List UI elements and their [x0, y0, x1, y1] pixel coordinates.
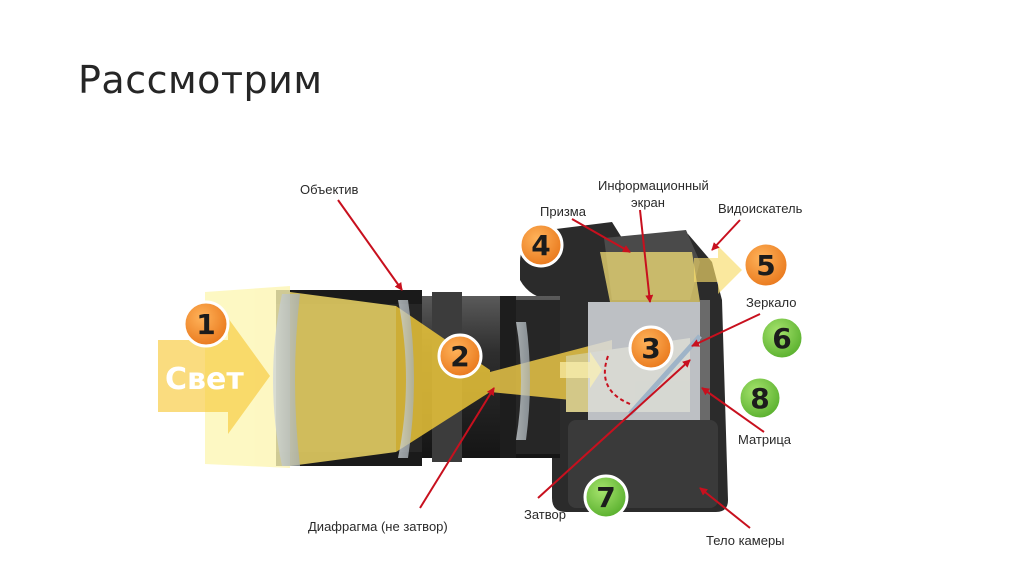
- label-camera-body: Тело камеры: [706, 533, 785, 548]
- marker-3: 3: [628, 325, 674, 371]
- light-label: Свет: [165, 362, 244, 397]
- marker-1-number: 1: [196, 308, 215, 341]
- marker-8-number: 8: [750, 382, 769, 415]
- marker-6: 6: [759, 315, 805, 361]
- label-aperture: Диафрагма (не затвор): [308, 519, 448, 534]
- marker-2: 2: [437, 333, 483, 379]
- marker-3-number: 3: [641, 332, 660, 365]
- marker-5: 5: [742, 241, 790, 289]
- label-shutter: Затвор: [524, 507, 566, 522]
- marker-6-number: 6: [772, 322, 791, 355]
- lens-glass: [273, 294, 530, 466]
- marker-5-number: 5: [756, 249, 775, 282]
- callout-lines: [337, 199, 765, 529]
- label-sensor: Матрица: [738, 432, 792, 447]
- marker-8: 8: [737, 375, 783, 421]
- light-arrows: [158, 246, 742, 434]
- marker-1: 1: [182, 300, 230, 348]
- marker-7-number: 7: [596, 481, 615, 514]
- label-info-screen-line2: экран: [631, 195, 665, 210]
- label-info-screen-line1: Информационный: [598, 178, 709, 193]
- label-prism: Призма: [540, 204, 587, 219]
- marker-4: 4: [518, 222, 564, 268]
- label-viewfinder: Видоискатель: [718, 201, 803, 216]
- marker-4-number: 4: [531, 229, 550, 262]
- slide-title: Рассмотрим: [78, 58, 323, 102]
- light-beam: [205, 252, 700, 468]
- marker-2-number: 2: [450, 340, 469, 373]
- label-lens: Объектив: [300, 182, 359, 197]
- label-mirror: Зеркало: [746, 295, 796, 310]
- marker-7: 7: [583, 474, 629, 520]
